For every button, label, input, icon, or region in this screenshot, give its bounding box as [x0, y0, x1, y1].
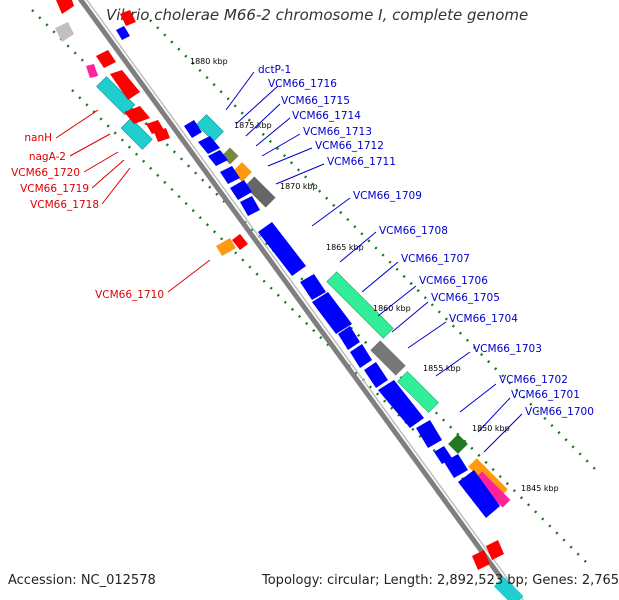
gene-label: nagA-2	[29, 151, 66, 163]
gene-label: VCM66_1713	[303, 126, 372, 138]
reverse-gene-labels: nanH nagA-2 VCM66_1720 VCM66_1719 VCM66_…	[11, 132, 164, 301]
gene-label: VCM66_1700	[525, 406, 594, 418]
gene-label: VCM66_1710	[95, 289, 164, 301]
gene-label: VCM66_1706	[419, 275, 488, 287]
scale-tick: 1880 kbp	[190, 57, 228, 66]
forward-strand-genes	[116, 26, 500, 518]
tick-ring-forward	[149, 19, 599, 473]
genome-map-view: Vibrio cholerae M66-2 chromosome I, comp…	[8, 0, 619, 600]
forward-gene-labels: dctP-1 VCM66_1716 VCM66_1715 VCM66_1714 …	[258, 64, 594, 418]
reverse-strand-genes	[55, 0, 504, 570]
scale-tick: 1850 kbp	[472, 424, 510, 433]
gene-label: VCM66_1704	[449, 313, 518, 325]
gene-label: VCM66_1703	[473, 343, 542, 355]
backbone	[77, 0, 525, 600]
gene-label: VCM66_1715	[281, 95, 350, 107]
gene-label: VCM66_1705	[431, 292, 500, 304]
gene-label: VCM66_1716	[268, 78, 337, 90]
gene-label: VCM66_1701	[511, 389, 580, 401]
topology-text: Topology: circular; Length: 2,892,523 bp…	[262, 573, 619, 588]
gene-label: VCM66_1702	[499, 374, 568, 386]
genome-map-canvas: 1880 kbp 1875 kbp 1870 kbp 1865 kbp 1860…	[11, 0, 599, 600]
gene-label: VCM66_1719	[20, 183, 89, 195]
gene-label: VCM66_1709	[353, 190, 422, 202]
gene-label: VCM66_1707	[401, 253, 470, 265]
map-title: Vibrio cholerae M66-2 chromosome I, comp…	[106, 6, 529, 24]
gene-label: VCM66_1711	[327, 156, 396, 168]
gene-label: VCM66_1714	[292, 110, 361, 122]
gene-label: dctP-1	[258, 64, 291, 76]
scale-tick: 1845 kbp	[521, 484, 559, 493]
forward-label-leaders	[225, 71, 523, 453]
scale-tick: 1875 kbp	[234, 121, 272, 130]
gene-label: VCM66_1712	[315, 140, 384, 152]
scale-tick: 1870 kbp	[280, 182, 318, 191]
scale-tick: 1865 kbp	[326, 243, 364, 252]
scale-tick: 1860 kbp	[373, 304, 411, 313]
scale-tick: 1855 kbp	[423, 364, 461, 373]
accession-text: Accession: NC_012578	[8, 573, 156, 588]
gene-label: nanH	[24, 132, 52, 144]
gene-label: VCM66_1718	[30, 199, 99, 211]
scale-tick-labels: 1880 kbp 1875 kbp 1870 kbp 1865 kbp 1860…	[190, 57, 559, 493]
gene-label: VCM66_1708	[379, 225, 448, 237]
reverse-label-leaders	[55, 109, 211, 293]
gene-label: VCM66_1720	[11, 167, 80, 179]
